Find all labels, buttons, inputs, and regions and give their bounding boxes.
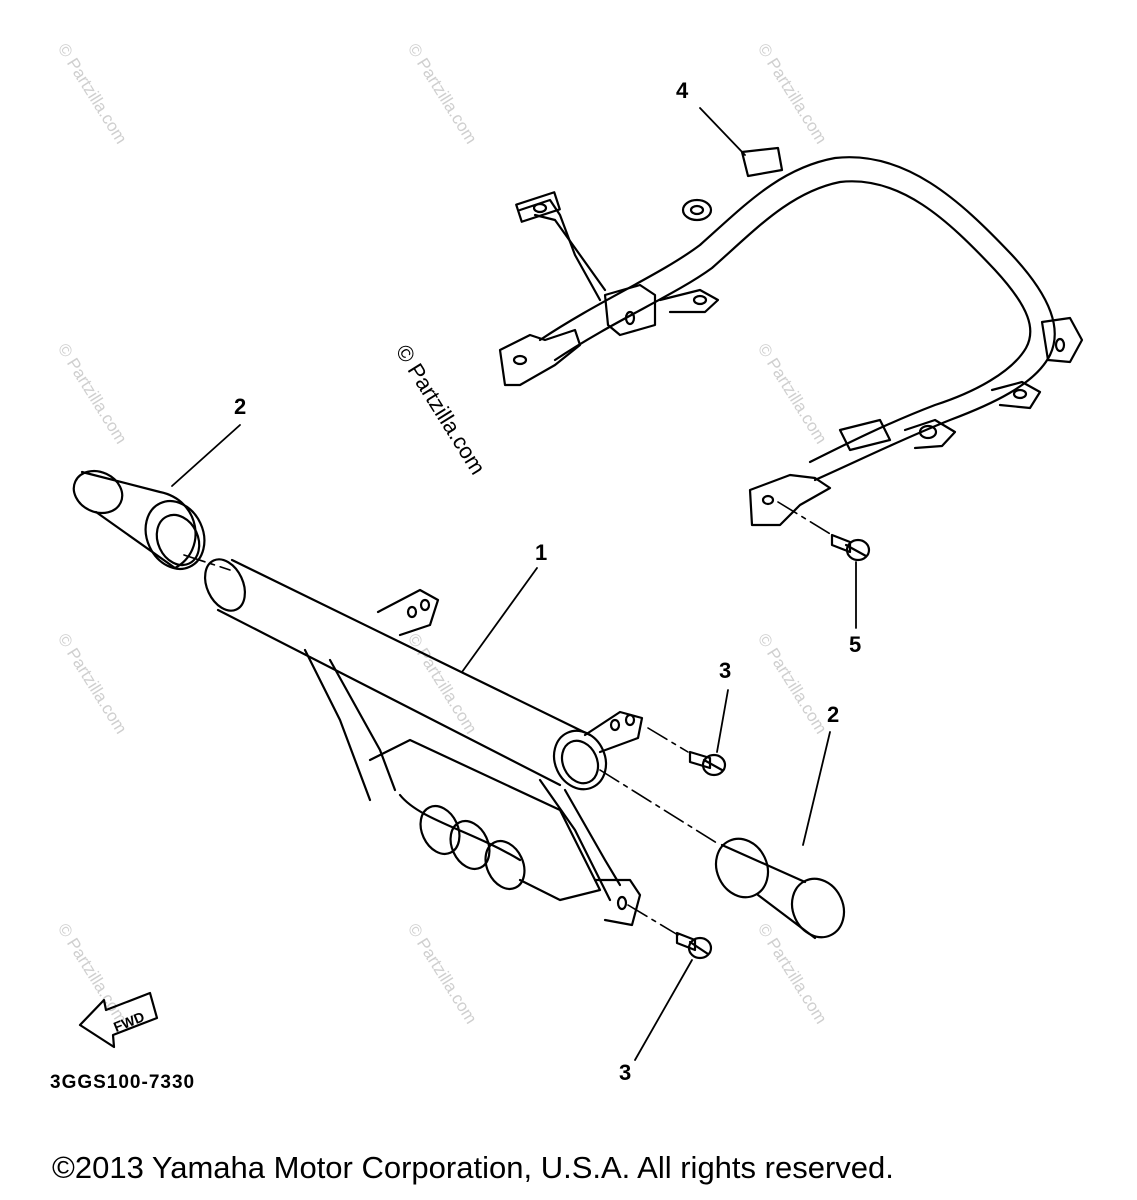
callout-4: 4 — [676, 78, 689, 103]
front-guard-part-1 — [203, 558, 644, 927]
assembly-lines — [183, 501, 833, 936]
callout-2-left: 2 — [234, 394, 247, 419]
callout-3-lower: 3 — [619, 1060, 632, 1085]
callout-2-right: 2 — [827, 702, 840, 727]
callout-5: 5 — [849, 632, 862, 657]
diagram-code: 3GGS100-7330 — [50, 1072, 196, 1093]
end-cap-part-2-right — [714, 837, 846, 940]
fwd-label: FWD — [111, 1008, 147, 1035]
copyright-text: ©2013 Yamaha Motor Corporation, U.S.A. A… — [52, 1150, 894, 1185]
bolt-part-5 — [830, 533, 871, 562]
leader-lines — [171, 107, 857, 1061]
callout-1: 1 — [535, 540, 548, 565]
bolt-part-3-lower — [675, 931, 713, 960]
bolt-part-3-upper — [688, 750, 727, 777]
rear-frame-part-4 — [498, 146, 1084, 527]
callout-3-upper: 3 — [719, 658, 732, 683]
end-cap-part-2-left — [72, 469, 206, 570]
fwd-arrow-icon — [78, 991, 159, 1049]
